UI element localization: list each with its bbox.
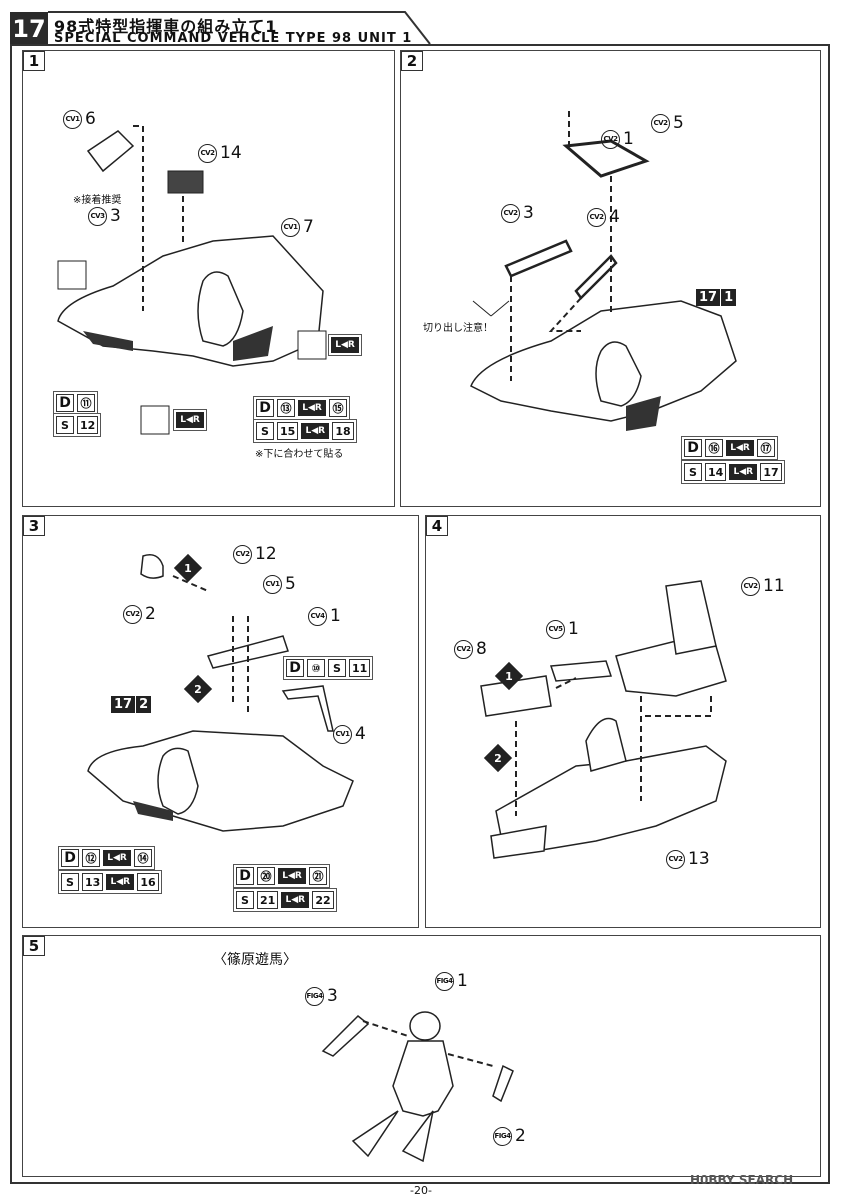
decal-note: ※下に合わせて貼る [255, 449, 344, 460]
step-marker: 1 [494, 661, 524, 691]
panel-number: 1 [23, 51, 45, 71]
panel-number: 3 [23, 516, 45, 536]
step-marker: 1 [173, 553, 203, 583]
cut-note: 切り出し注意！ [423, 323, 493, 334]
panel-5-drawing [321, 1011, 514, 1163]
panel-1-drawing [57, 125, 327, 435]
step-marker: 2 [183, 674, 213, 704]
panel-2-drawing [470, 111, 737, 431]
panel-number: 2 [401, 51, 423, 71]
step-marker: 2 [483, 743, 513, 773]
page-number: -20- [410, 1184, 432, 1197]
decal-chart: L◀R [173, 409, 207, 431]
watermark: H0BBY SEARCH [690, 1173, 794, 1187]
panel-number: 4 [426, 516, 448, 536]
page-title-jp: 98式特型指揮車の組み立て1 [54, 17, 278, 36]
instruction-frame [10, 44, 830, 1184]
step-number: 17 [10, 12, 48, 46]
panel-3-drawing [87, 554, 354, 832]
panel-number: 5 [23, 936, 45, 956]
decal-chart: L◀R [328, 334, 362, 356]
glue-note: ※接着推奨 [73, 195, 122, 206]
panel-4-drawing [480, 580, 727, 859]
figure-name: 〈篠原遊馬〉 [213, 952, 297, 968]
header-tab-shape [48, 11, 431, 45]
page-title-en: SPECIAL COMMAND VEHCLE TYPE 98 UNIT 1 [54, 31, 413, 46]
